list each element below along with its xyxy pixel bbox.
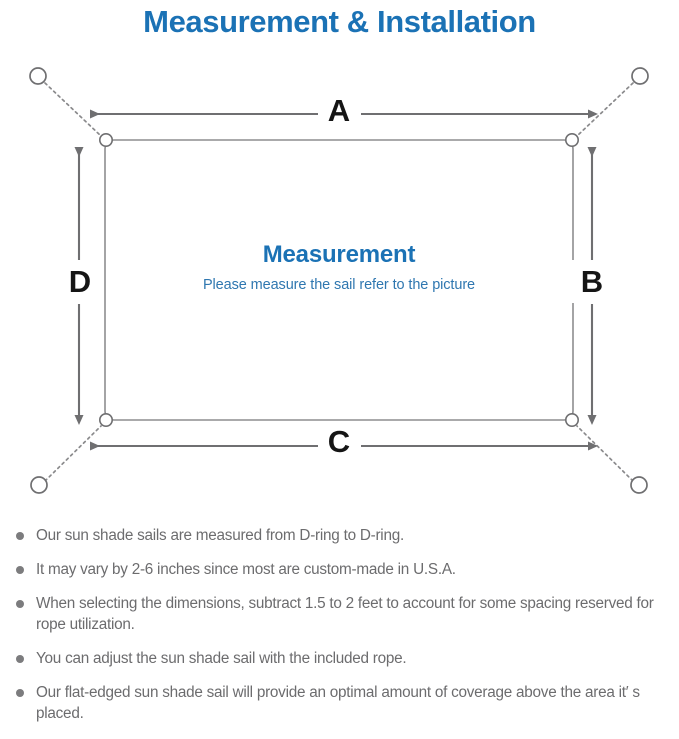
- notes-list: Our sun shade sails are measured from D-…: [0, 525, 679, 724]
- d-ring-top-left: [99, 133, 114, 148]
- rope-line-bottom-left: [44, 425, 102, 482]
- rope-line-top-left: [44, 82, 102, 137]
- bullet-dot-icon: [16, 532, 24, 540]
- anchor-circle-top-right: [631, 67, 649, 85]
- list-item: You can adjust the sun shade sail with t…: [12, 648, 665, 669]
- rope-line-top-right: [576, 82, 634, 137]
- list-item: Our flat-edged sun shade sail will provi…: [12, 682, 665, 724]
- anchor-circle-bottom-right: [630, 476, 648, 494]
- list-item: Our sun shade sails are measured from D-…: [12, 525, 665, 546]
- d-rings: [99, 133, 579, 427]
- diagram-svg: [29, 67, 649, 494]
- d-ring-top-right: [564, 133, 579, 148]
- anchor-circle-bottom-left: [30, 476, 48, 494]
- shade-sail-rectangle: [104, 139, 574, 421]
- list-item: It may vary by 2-6 inches since most are…: [12, 559, 665, 580]
- dimension-arrows: [74, 109, 598, 451]
- anchor-circle-top-left: [29, 67, 47, 85]
- bullet-dot-icon: [16, 655, 24, 663]
- bullet-dot-icon: [16, 566, 24, 574]
- note-text: It may vary by 2-6 inches since most are…: [36, 561, 456, 578]
- anchor-points: [29, 67, 649, 494]
- d-ring-bottom-left: [99, 412, 114, 427]
- d-ring-bottom-right: [564, 412, 579, 427]
- note-text: You can adjust the sun shade sail with t…: [36, 650, 407, 667]
- bullet-dot-icon: [16, 600, 24, 608]
- rope-line-bottom-right: [576, 425, 634, 482]
- page-title: Measurement & Installation: [143, 4, 536, 39]
- measurement-diagram: A B C D Measurement Please measure the s…: [0, 48, 679, 518]
- rope-lines: [44, 82, 634, 482]
- list-item: When selecting the dimensions, subtract …: [12, 593, 665, 635]
- note-text: When selecting the dimensions, subtract …: [36, 595, 654, 633]
- bullet-dot-icon: [16, 689, 24, 697]
- note-text: Our sun shade sails are measured from D-…: [36, 527, 404, 544]
- note-text: Our flat-edged sun shade sail will provi…: [36, 684, 640, 722]
